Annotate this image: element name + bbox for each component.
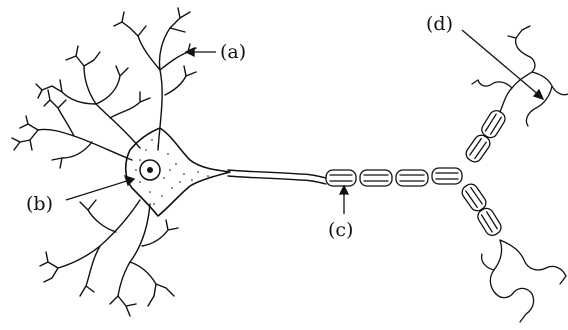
arrowhead-c [340, 186, 348, 194]
axon-terminals [472, 26, 568, 322]
dendrites-lower [40, 200, 178, 316]
label-pointers [66, 30, 543, 214]
pointer-b [66, 180, 130, 200]
pointer-d [462, 30, 540, 96]
arrowhead-b [125, 176, 134, 185]
dendrites [12, 8, 196, 168]
arrowhead-a [186, 48, 194, 56]
label-d: (d) [426, 13, 453, 35]
label-c: (c) [328, 219, 353, 241]
axon [228, 170, 326, 184]
cell-body [126, 128, 230, 216]
label-a: (a) [220, 41, 246, 63]
label-b: (b) [26, 193, 53, 215]
nucleolus [147, 167, 153, 173]
